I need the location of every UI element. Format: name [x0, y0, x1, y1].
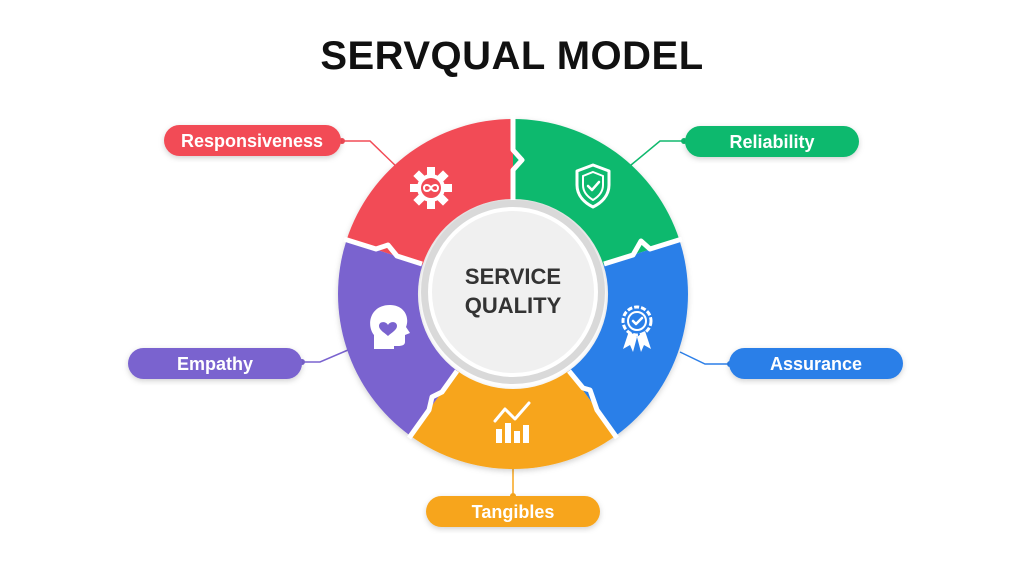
label-reliability: Reliability	[685, 126, 859, 157]
page-title: SERVQUAL MODEL	[320, 34, 704, 78]
label-tangibles: Tangibles	[426, 496, 600, 527]
connector-responsiveness	[342, 140, 401, 171]
segment-reliability	[513, 119, 680, 265]
center-label-line2: QUALITY	[465, 293, 562, 318]
svg-text:Tangibles: Tangibles	[472, 502, 555, 522]
chart-growth-icon	[493, 401, 531, 443]
center-hub: SERVICE QUALITY	[421, 200, 605, 384]
label-empathy: Empathy	[128, 348, 302, 379]
center-label-line1: SERVICE	[465, 264, 561, 289]
shield-check-icon	[575, 163, 611, 209]
svg-text:Responsiveness: Responsiveness	[181, 131, 323, 151]
connector-empathy	[302, 349, 349, 363]
gear-infinity-icon	[410, 167, 452, 209]
connector-reliability	[624, 140, 684, 171]
connector-assurance	[679, 351, 730, 365]
segment-separators	[343, 116, 683, 440]
svg-text:Reliability: Reliability	[729, 132, 814, 152]
svg-text:Empathy: Empathy	[177, 354, 253, 374]
segment-tangibles	[410, 370, 616, 470]
svg-text:Assurance: Assurance	[770, 354, 862, 374]
head-heart-icon	[370, 305, 410, 349]
label-assurance: Assurance	[729, 348, 903, 379]
award-badge-icon	[621, 305, 653, 352]
label-responsiveness: Responsiveness	[164, 125, 341, 156]
